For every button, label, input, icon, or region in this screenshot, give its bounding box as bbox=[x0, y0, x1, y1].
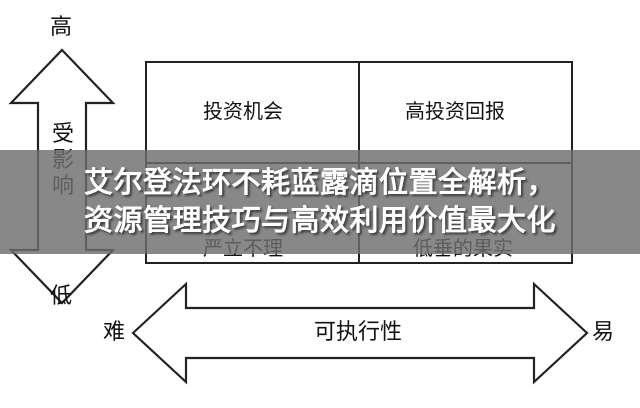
headline-banner bbox=[0, 150, 640, 254]
vertical-axis-top-label: 高 bbox=[50, 15, 73, 40]
horizontal-axis-left-label: 难 bbox=[103, 320, 126, 345]
horizontal-axis-middle-label: 可执行性 bbox=[314, 320, 403, 345]
headline-line-1: 艾尔登法环不耗蓝露滴位置全解析， bbox=[83, 165, 556, 199]
horizontal-axis-arrow bbox=[131, 281, 589, 385]
horizontal-axis-right-label: 易 bbox=[592, 320, 615, 345]
headline-line-2: 资源管理技巧与高效利用价值最大化 bbox=[83, 203, 556, 237]
cell-top-right-label: 高投资回报 bbox=[405, 99, 505, 123]
vertical-axis-bottom-label: 低 bbox=[50, 284, 73, 309]
cell-top-left-label: 投资机会 bbox=[203, 99, 283, 123]
